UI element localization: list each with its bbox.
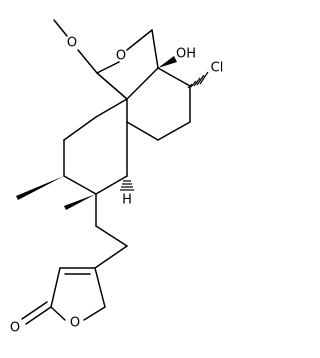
bond <box>53 19 68 37</box>
wedge-bond <box>64 194 96 210</box>
bond <box>63 116 97 141</box>
bond <box>95 225 128 247</box>
chemical-structure: O O OH Cl H O O <box>10 19 224 336</box>
bond <box>96 61 120 74</box>
bond <box>83 306 106 321</box>
bond <box>157 121 191 141</box>
hashed-bond-h <box>120 180 134 191</box>
bond <box>95 98 128 118</box>
wedge-bond <box>158 56 177 68</box>
bond <box>126 121 159 141</box>
bond <box>21 301 48 320</box>
bond <box>63 175 97 195</box>
bond <box>77 49 98 74</box>
atom-h: H <box>122 193 132 208</box>
atom-o-ether: O <box>116 49 126 64</box>
bond <box>25 306 52 325</box>
atom-o-carbonyl: O <box>10 321 20 336</box>
bond <box>94 245 128 269</box>
bond <box>94 267 106 308</box>
bond <box>157 67 191 87</box>
atom-cl: Cl <box>211 61 224 76</box>
atom-oh: OH <box>176 47 196 62</box>
bond <box>95 175 128 195</box>
bond <box>126 29 153 51</box>
bond <box>151 29 159 69</box>
wedge-bond <box>16 176 64 200</box>
bond <box>50 267 61 308</box>
atom-o-lactone-ring: O <box>70 316 80 331</box>
bond <box>50 306 66 321</box>
hashed-bond-cl <box>187 71 209 89</box>
bond <box>96 72 128 100</box>
bond <box>126 67 159 100</box>
atom-o-methoxy: O <box>67 36 77 51</box>
